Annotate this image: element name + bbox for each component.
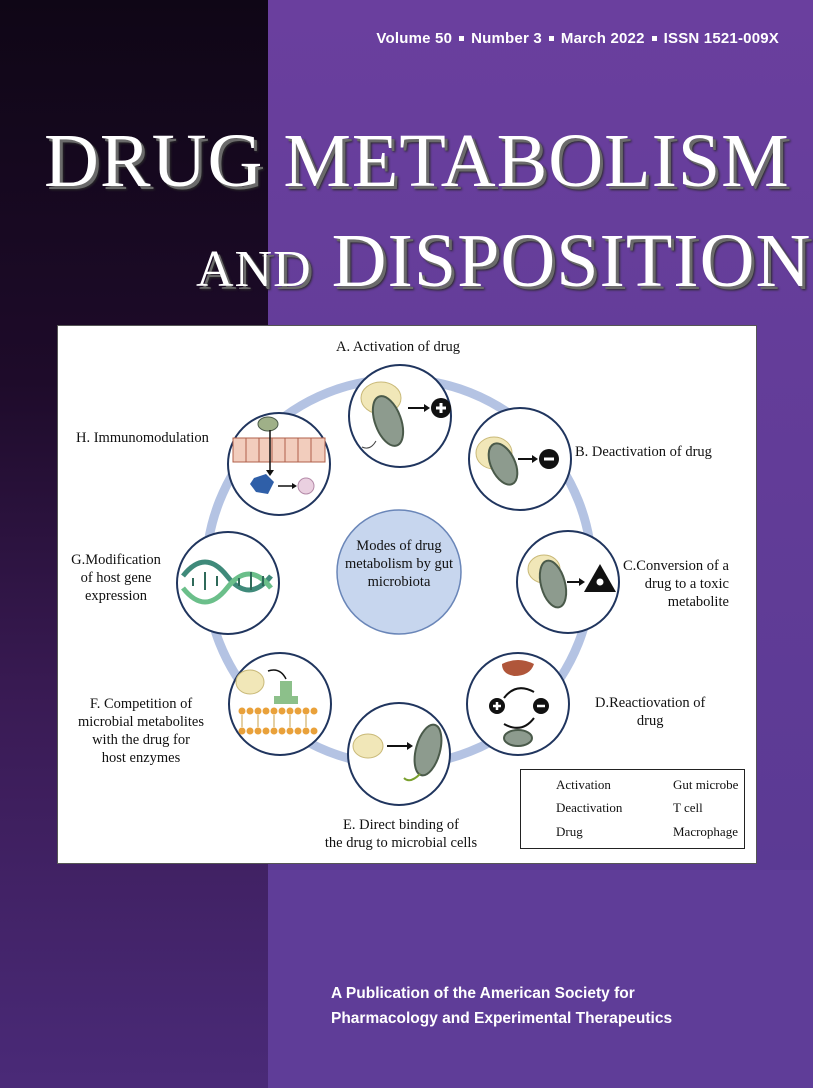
title-word-metabolism: METABOLISM	[283, 119, 790, 203]
label-f: F. Competition of microbial metabolites …	[66, 695, 216, 767]
label-h: H. Immunomodulation	[76, 430, 209, 446]
title-word-disposition: DISPOSITION	[331, 219, 812, 303]
toxic-icon	[584, 564, 616, 592]
center-circle	[336, 509, 462, 635]
label-e: E. Direct binding of the drug to microbi…	[316, 816, 486, 852]
footer-line2: Pharmacology and Experimental Therapeuti…	[331, 1010, 673, 1027]
label-f-line3: with the drug for	[92, 732, 190, 748]
label-b: B. Deactivation of drug	[575, 444, 712, 460]
title-word-drug: DRUG	[44, 119, 264, 203]
footer-line1: A Publication of the American Society fo…	[331, 985, 635, 1002]
legend-box: Activation Deactivation Drug Gut microbe…	[520, 769, 745, 849]
liver-icon	[502, 660, 534, 676]
issue-info: Volume 50 Number 3 March 2022 ISSN 1521-009…	[376, 30, 779, 47]
separator-icon	[651, 35, 657, 41]
separator-icon	[548, 35, 554, 41]
node-c-toxic-conversion	[516, 530, 620, 634]
title-word-and: AND	[196, 241, 312, 298]
legend-deactivation: Deactivation	[556, 800, 623, 815]
journal-title-line1: DRUG METABOLISM	[44, 118, 790, 205]
t-cell-icon	[297, 477, 315, 495]
node-h-immunomodulation	[227, 412, 331, 516]
label-g-line3: expression	[84, 588, 147, 604]
label-d: D.Reactiovation of drug	[595, 694, 705, 730]
label-g-line2: of host gene	[80, 570, 152, 586]
publisher-footer: A Publication of the American Society fo…	[331, 981, 672, 1031]
label-g-line1: G.Modification	[71, 552, 161, 568]
purple-footer-band	[268, 870, 813, 1088]
node-g-gene-expression	[176, 531, 280, 635]
label-c: C.Conversion of a drug to a toxic metabo…	[623, 557, 729, 611]
node-a-activation	[348, 364, 452, 468]
issue-volume: Volume 50	[376, 30, 453, 47]
issue-issn: ISSN 1521-009X	[663, 30, 779, 47]
issue-number: Number 3	[471, 30, 542, 47]
issue-date: March 2022	[560, 30, 645, 47]
label-e-line1: E. Direct binding of	[343, 817, 459, 833]
macrophage-icon	[250, 474, 274, 494]
legend-t-cell: T cell	[673, 800, 703, 815]
node-e-direct-binding	[347, 702, 451, 806]
label-f-line1: F. Competition of	[89, 696, 193, 712]
label-c-line1: C.Conversion of a	[623, 558, 729, 574]
node-d-reactivation	[466, 652, 570, 756]
label-a: A. Activation of drug	[336, 339, 461, 355]
legend-drug: Drug	[556, 824, 583, 839]
figure-illustration	[176, 364, 665, 841]
center-label: Modes of drug metabolism by gut microbio…	[345, 538, 453, 590]
label-f-line4: host enzymes	[101, 750, 181, 766]
label-g: G.Modification of host gene expression	[62, 551, 170, 605]
label-e-line2: the drug to microbial cells	[324, 835, 478, 851]
journal-title-line2: AND DISPOSITION	[196, 218, 811, 305]
label-d-line1: D.Reactiovation of	[595, 695, 706, 711]
label-c-line3: metabolite	[667, 594, 729, 610]
label-f-line2: microbial metabolites	[77, 714, 205, 730]
legend-activation: Activation	[556, 777, 611, 792]
node-f-competition	[228, 652, 332, 756]
legend-macrophage: Macrophage	[673, 824, 738, 839]
node-b-deactivation	[468, 407, 572, 511]
label-d-line2: drug	[636, 713, 664, 729]
cover-figure: Modes of drug metabolism by gut microbio…	[57, 325, 757, 864]
label-c-line2: drug to a toxic	[644, 576, 729, 592]
legend-gut-microbe: Gut microbe	[673, 777, 739, 792]
separator-icon	[459, 35, 465, 41]
